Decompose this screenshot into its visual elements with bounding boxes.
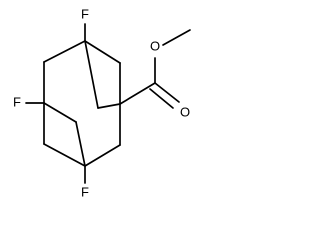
fluorine-label-top: F xyxy=(81,6,89,21)
bond-top-cf-to-back-ch2 xyxy=(84,40,99,109)
bond-back-ch2-to-bottom-cf xyxy=(75,121,86,167)
carbon-fluorine-bonds xyxy=(25,23,86,184)
bond-upper-right-ch2-to-top-cf xyxy=(84,40,121,64)
methyl-ester-group xyxy=(119,29,191,109)
bond-top-to-upper-left-ch2 xyxy=(43,40,86,63)
bond-quaternary-c-to-bridge-ch2 xyxy=(97,103,121,109)
bond-carbonyl-double-a xyxy=(154,82,180,103)
bond-left-cf-to-back-ch2 xyxy=(43,102,77,123)
fluorine-label-left: F xyxy=(13,94,21,109)
bond-lower-left-ch2-to-bottom-cf xyxy=(43,143,86,167)
adamantane-cage xyxy=(43,40,121,167)
atom-labels: F F F O O xyxy=(13,6,190,199)
molecule-structure-diagram: F F F O O xyxy=(13,6,191,199)
bond-carbonyl-double-b xyxy=(149,88,174,109)
bond-quaternary-c-to-carbonyl-c xyxy=(119,82,156,105)
oxygen-label-carbonyl: O xyxy=(180,104,190,119)
bond-bottom-cf-to-lower-right-ch2 xyxy=(84,144,121,167)
oxygen-label-ester: O xyxy=(150,38,160,53)
fluorine-label-bottom: F xyxy=(81,184,89,199)
bond-ester-o-to-methyl xyxy=(162,29,191,46)
